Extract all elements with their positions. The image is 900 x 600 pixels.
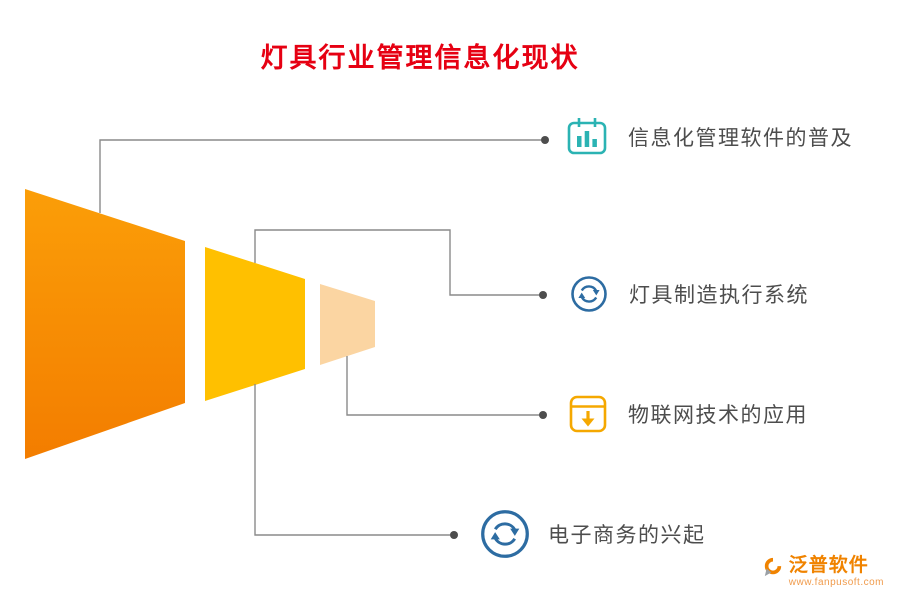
connector-dot-1 bbox=[541, 136, 549, 144]
list-item-mes: 灯具制造执行系统 bbox=[569, 274, 809, 314]
fanpusoft-logo: 泛普软件 www.fanpusoft.com bbox=[763, 555, 884, 588]
bar-chart-board-icon bbox=[564, 114, 610, 160]
sync-circle-icon bbox=[478, 507, 532, 561]
connector-dot-4 bbox=[450, 531, 458, 539]
connector-line-3 bbox=[346, 356, 539, 416]
item-4-label: 电子商务的兴起 bbox=[548, 523, 706, 547]
list-item-iot: 物联网技术的应用 bbox=[566, 392, 808, 436]
page-title: 灯具行业管理信息化现状 bbox=[260, 43, 580, 73]
download-box-icon bbox=[566, 392, 610, 436]
list-item-software: 信息化管理软件的普及 bbox=[564, 114, 853, 160]
connector-line-4 bbox=[254, 384, 450, 536]
connector-dot-2 bbox=[539, 291, 547, 299]
funnel-segment-small bbox=[320, 284, 375, 365]
connector-dot-3 bbox=[539, 411, 547, 419]
item-3-label: 物联网技术的应用 bbox=[628, 403, 808, 427]
item-1-label: 信息化管理软件的普及 bbox=[628, 126, 853, 150]
logo-text: 泛普软件 bbox=[788, 555, 869, 577]
connector-line-1 bbox=[99, 139, 541, 213]
fanpusoft-logo-icon bbox=[763, 556, 783, 583]
item-2-label: 灯具制造执行系统 bbox=[629, 283, 809, 307]
list-item-ecommerce: 电子商务的兴起 bbox=[478, 507, 706, 561]
funnel-segment-large bbox=[25, 189, 185, 459]
connector-line-2 bbox=[254, 229, 539, 296]
logo-url: www.fanpusoft.com bbox=[788, 577, 884, 588]
funnel-segment-medium bbox=[205, 247, 305, 401]
sync-circle-icon bbox=[569, 274, 609, 314]
